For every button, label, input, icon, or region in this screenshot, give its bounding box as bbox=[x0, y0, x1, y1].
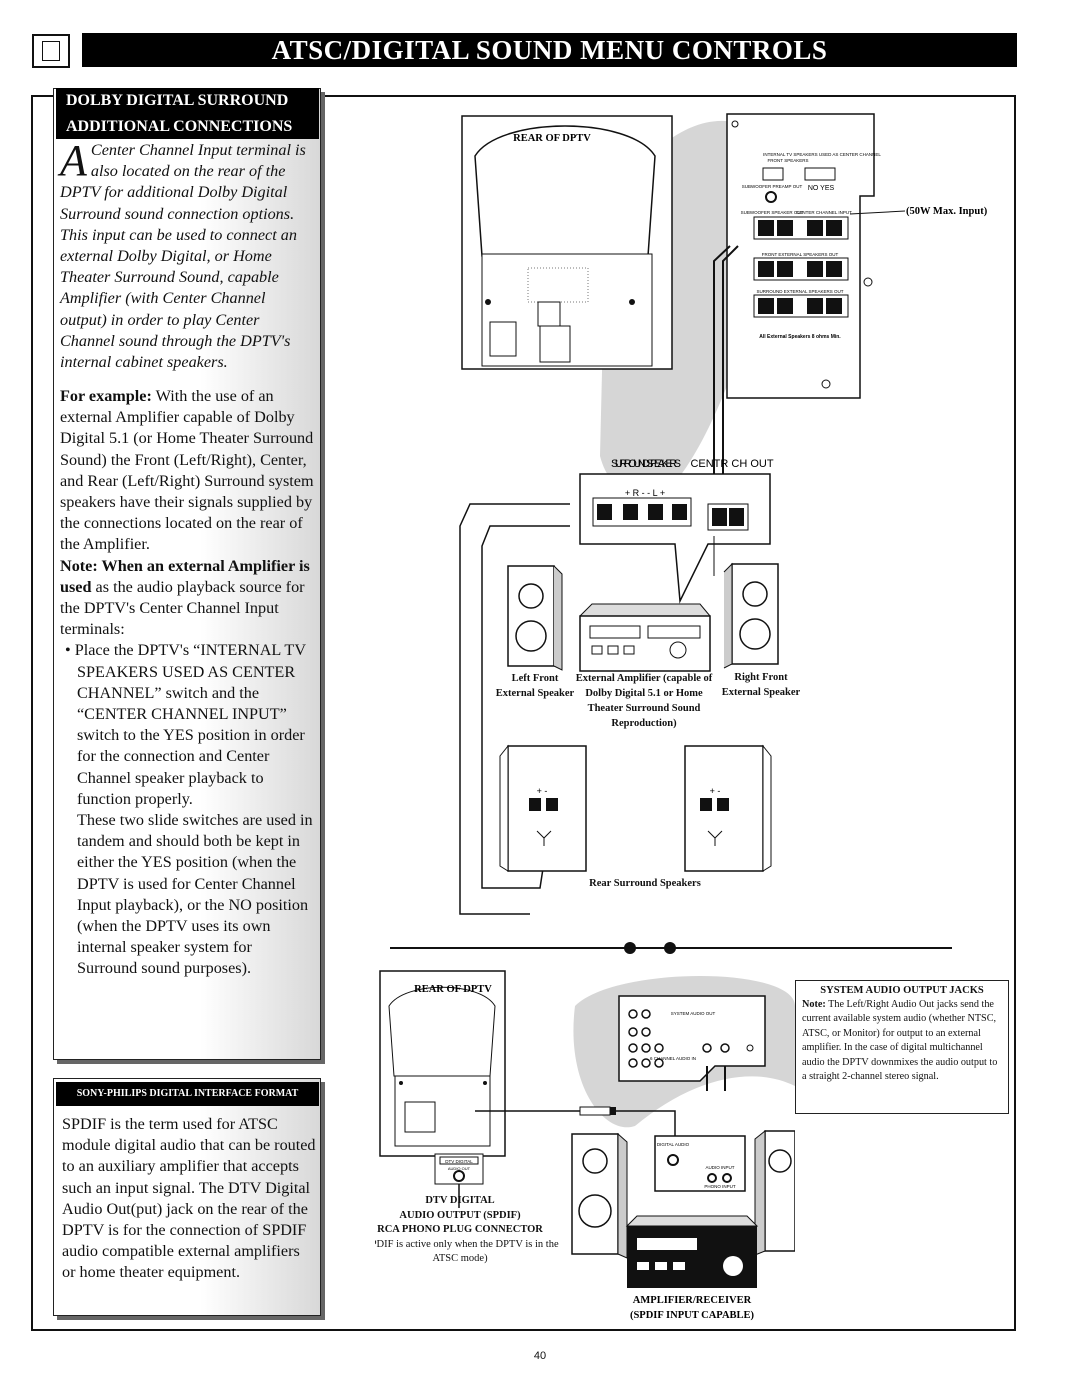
dtv-digital-box-label: DTV DIGITAL bbox=[445, 1159, 473, 1164]
spdif-title: SONY-PHILIPS DIGITAL INTERFACE FORMAT bbox=[56, 1082, 319, 1106]
receiver-caption-1: AMPLIFIER/RECEIVER bbox=[633, 1295, 752, 1306]
sidebar-title-line1: DOLBY DIGITAL SURROUND bbox=[66, 92, 289, 109]
dropcap-letter: A bbox=[60, 136, 87, 185]
rear-of-dptv-label-top: REAR OF DPTV bbox=[513, 133, 591, 144]
right-bookshelf-speaker bbox=[754, 1129, 795, 1256]
sidebar-body: For example: With the use of an external… bbox=[60, 386, 316, 980]
example-text: With the use of an external Amplifier ca… bbox=[60, 387, 314, 554]
amp-center-out-label: CENTR CH OUT bbox=[690, 458, 773, 470]
speaker-terminal-panel bbox=[726, 113, 875, 399]
note-text: as the audio playback source for the DPT… bbox=[60, 577, 305, 639]
note-paragraph: Note: When an external Amplifier is used… bbox=[60, 556, 316, 641]
spdif-connection-diagram: REAR OF DPTV DTV DIGITAL AUDIO OUT DTV D… bbox=[375, 970, 795, 1321]
panel-internal-speakers: INTERNAL TV SPEAKERS USED AS CENTER CHAN… bbox=[763, 152, 881, 157]
surround-connection-diagram: REAR OF DPTV FRONT SPEAKERS INTERNAL TV … bbox=[390, 113, 988, 954]
left-rear-speaker bbox=[499, 744, 587, 872]
amplifier-receiver bbox=[625, 1215, 759, 1288]
dtv-digital-jack-box bbox=[434, 1153, 484, 1185]
receiver-caption-2: (SPDIF INPUT CAPABLE) bbox=[630, 1310, 755, 1321]
right-rear-speaker bbox=[684, 744, 772, 872]
manual-book-icon bbox=[32, 34, 70, 68]
panel-subwoofer-out: SUBWOOFER SPEAKER OUT bbox=[741, 210, 804, 215]
sidebar-panel bbox=[53, 88, 321, 1060]
dtv-caption-2: AUDIO OUTPUT (SPDIF) bbox=[399, 1209, 521, 1221]
system-audio-note-text: The Left/Right Audio Out jacks send the … bbox=[802, 999, 998, 1083]
bullet-item: • Place the DPTV's “INTERNAL TV SPEAKERS… bbox=[65, 641, 306, 808]
panel-front-external: FRONT EXTERNAL SPEAKERS OUT bbox=[762, 252, 839, 257]
left-front-speaker bbox=[507, 565, 563, 671]
panel-phono-input: PHONO INPUT bbox=[704, 1184, 736, 1189]
sidebar-title: DOLBY DIGITAL SURROUND ADDITIONAL CONNEC… bbox=[56, 88, 319, 139]
panel-center-input: CENTER CHANNEL INPUT bbox=[796, 210, 852, 215]
right-front-caption: Right Front External Speaker bbox=[721, 672, 801, 698]
system-audio-note-box: SYSTEM AUDIO OUTPUT JACKS Note: The Left… bbox=[795, 980, 1009, 1114]
amp-polarity-label: + R - - L + bbox=[625, 488, 665, 498]
amp-input-panel bbox=[654, 1135, 746, 1192]
note-lead: Note: When an external Amplifier is used bbox=[60, 556, 310, 596]
rear-right-polarity: + - bbox=[710, 786, 721, 796]
rear-surround-caption: Rear Surround Speakers bbox=[589, 878, 701, 889]
example-lead: For example: bbox=[60, 387, 152, 405]
system-audio-note: Note: The Left/Right Audio Out jacks sen… bbox=[796, 996, 1008, 1084]
rear-of-dptv-label-bottom: REAR OF DPTV bbox=[414, 984, 492, 995]
spdif-text: SPDIF is the term used for ATSC module d… bbox=[62, 1115, 316, 1282]
panel-system-audio-out: SYSTEM AUDIO OUT bbox=[671, 1011, 716, 1016]
system-audio-note-lead: Note: bbox=[802, 999, 826, 1010]
content-frame bbox=[31, 95, 1016, 1331]
external-amplifier bbox=[579, 603, 711, 672]
panel-ohms-note: All External Speakers 8 ohms Min. bbox=[759, 334, 841, 340]
panel-audio-input: AUDIO INPUT bbox=[705, 1165, 734, 1170]
left-bookshelf-speaker bbox=[571, 1132, 628, 1259]
intro-text: Center Channel Input terminal is also lo… bbox=[60, 141, 306, 372]
system-audio-title: SYSTEM AUDIO OUTPUT JACKS bbox=[820, 985, 984, 996]
dtv-caption-1: DTV DIGITAL bbox=[425, 1195, 495, 1206]
audio-jack-panel bbox=[618, 995, 766, 1082]
example-paragraph: For example: With the use of an external… bbox=[60, 386, 316, 556]
page-number: 40 bbox=[533, 1350, 547, 1362]
panel-6ch-audio-in: 6 CHANNEL AUDIO IN bbox=[650, 1056, 696, 1061]
amp-surround-label: SURROUND SPEAKERS bbox=[611, 458, 681, 470]
rear-left-polarity: + - bbox=[537, 786, 548, 796]
panel-no-yes: NO YES bbox=[808, 185, 835, 192]
page-title: ATSC/DIGITAL SOUND MENU CONTROLS bbox=[82, 33, 1017, 67]
audio-out-box-label: AUDIO OUT bbox=[448, 1166, 471, 1171]
amplifier-back-panel bbox=[579, 473, 771, 604]
dptv-rear-small bbox=[379, 970, 506, 1157]
panel-surround-external: SURROUND EXTERNAL SPEAKERS OUT bbox=[756, 289, 843, 294]
panel-front-speakers: FRONT SPEAKERS bbox=[768, 158, 809, 163]
dtv-caption: DTV DIGITAL AUDIO OUTPUT (SPDIF) RCA PHONO… bbox=[375, 1194, 565, 1267]
panel-subwoofer-preamp: SUBWOOFER PREAMP OUT bbox=[742, 184, 803, 189]
sidebar-title-line2: ADDITIONAL CONNECTIONS bbox=[66, 118, 293, 135]
max-input-label: (50W Max. Input) bbox=[906, 206, 988, 217]
spdif-panel bbox=[53, 1078, 321, 1316]
dptv-rear-illustration bbox=[461, 115, 673, 370]
dtv-caption-4: (SPDIF is active only when the DPTV is i… bbox=[375, 1238, 559, 1265]
left-front-caption: Left Front External Speaker bbox=[495, 673, 575, 699]
right-front-speaker bbox=[723, 562, 779, 669]
amp-caption: External Amplifier (capable of Dolby Dig… bbox=[575, 673, 713, 729]
bullet-followup: These two slide switches are used in tan… bbox=[77, 811, 313, 978]
dtv-caption-3: RCA PHONO PLUG CONNECTOR bbox=[377, 1224, 543, 1236]
panel-digital-audio: DIGITAL AUDIO bbox=[657, 1142, 690, 1147]
